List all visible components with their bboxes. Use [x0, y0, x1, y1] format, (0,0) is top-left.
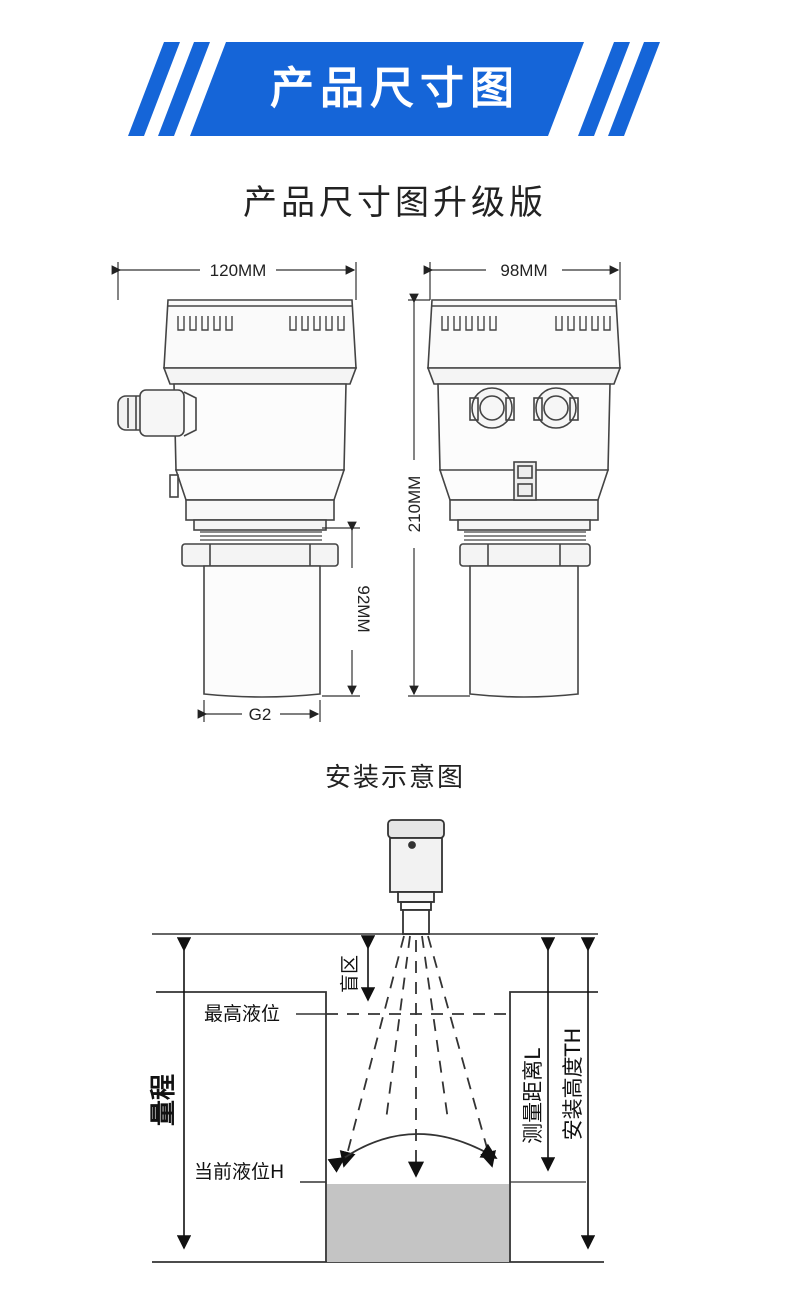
label-blind-zone: 盲区 [339, 955, 361, 993]
dim-width-front: 120MM [210, 261, 267, 280]
label-current-level: 当前液位H [194, 1161, 284, 1183]
dim-probe-length: 92MM [354, 585, 373, 632]
dim-width-side: 98MM [500, 261, 547, 280]
tank [152, 991, 604, 1263]
side-view [426, 299, 622, 698]
sensor-icon [387, 819, 445, 935]
label-install-height: 安装高度TH [561, 1028, 585, 1141]
dim-thread: G2 [249, 705, 272, 724]
dimension-drawing: 120MM G2 92MM [111, 261, 622, 724]
front-view [117, 299, 358, 698]
subtitle: 产品尺寸图升级版 [243, 183, 547, 223]
title-banner: 产品尺寸图 [0, 0, 790, 150]
dim-height-total: 210MM [405, 476, 424, 533]
liquid [327, 1184, 509, 1262]
install-title: 安装示意图 [324, 763, 465, 793]
label-measure-distance: 测量距离L [521, 1048, 545, 1144]
label-range: 量程 [149, 1074, 179, 1126]
banner-title: 产品尺寸图 [270, 63, 520, 114]
label-max-level: 最高液位 [204, 1003, 280, 1025]
banner-graphic [128, 42, 660, 136]
